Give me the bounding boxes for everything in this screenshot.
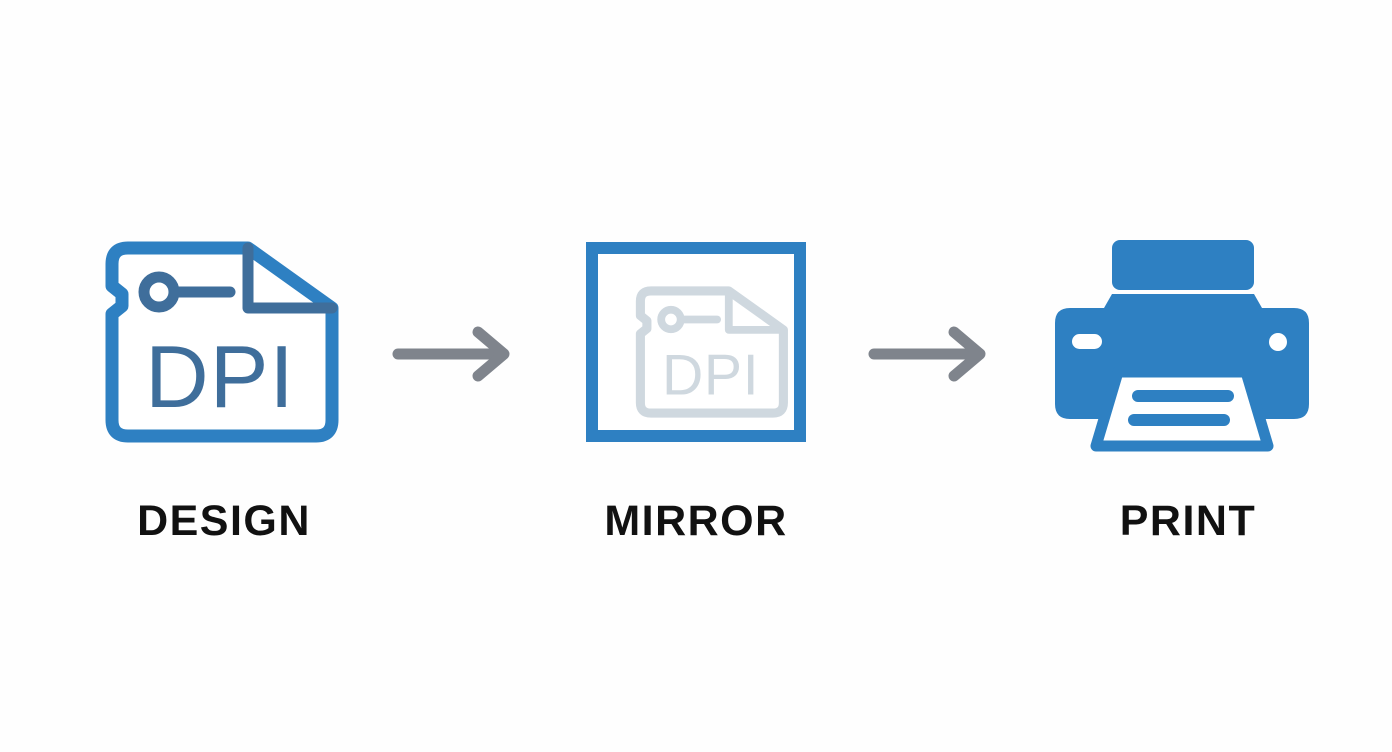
ghost-document-group: DPI <box>635 286 788 418</box>
dpi-document-icon: DPI <box>105 241 339 443</box>
printer-paper-tray-top <box>1112 240 1254 290</box>
arrow-right-icon-design-to-mirror <box>392 326 510 382</box>
flow-step-print: PRINT <box>1052 222 1324 543</box>
document-body-outline <box>105 241 339 443</box>
arrow-right-icon-mirror-to-print <box>868 326 986 382</box>
icon-dpi-text: DPI <box>145 327 295 426</box>
printer-power-light-icon <box>1269 333 1287 351</box>
flow-step-mirror: DPI MIRROR <box>568 222 824 543</box>
printer-status-slot-icon <box>1072 334 1102 349</box>
printer-output-sheet <box>1090 366 1274 452</box>
arrow-head <box>472 326 510 382</box>
arrow-head <box>948 326 986 382</box>
ghost-document-body-outline <box>635 286 788 418</box>
ghost-icon-dpi-text: DPI <box>662 343 759 407</box>
step-label-print: PRINT <box>1119 497 1257 545</box>
step-label-mirror: MIRROR <box>604 497 788 545</box>
flow-step-design: DPI DESIGN <box>96 222 352 543</box>
printer-icon <box>1055 240 1309 452</box>
document-fold-corner-icon <box>242 242 338 314</box>
mirrored-dpi-document-in-frame-icon: DPI <box>586 242 806 442</box>
step-label-design: DESIGN <box>137 497 311 545</box>
ghost-document-fold-corner-icon <box>724 287 788 334</box>
